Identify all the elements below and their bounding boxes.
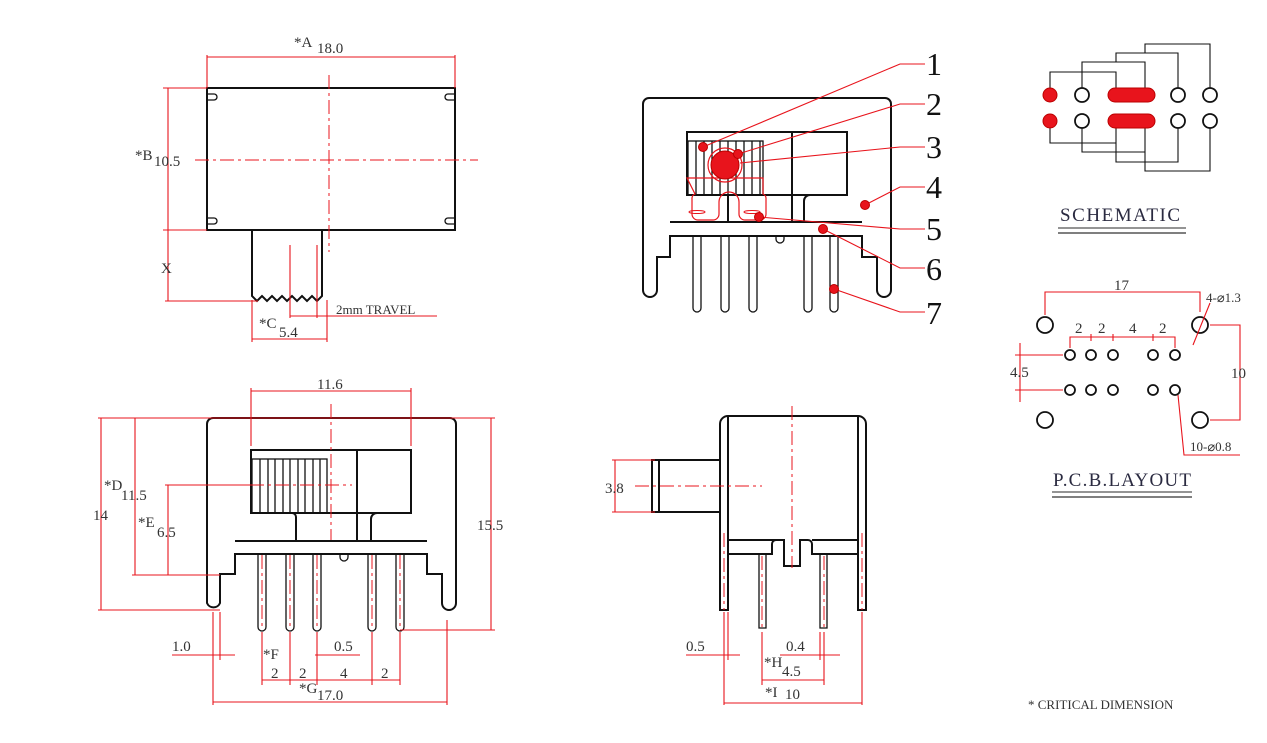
dim-h-value: 4.5 bbox=[782, 664, 801, 680]
side-view: 3.8 0.5 0.4 *H 4.5 *I 10 bbox=[605, 406, 867, 705]
pin-pitch-4: 2 bbox=[381, 666, 389, 682]
dim-e-label: *E bbox=[138, 515, 155, 531]
top-view: *A 18.0 *B 10.5 X 2mm TRAVEL *C 5.4 bbox=[135, 35, 478, 342]
dim-top-width: 11.6 bbox=[317, 377, 343, 393]
frame-outline bbox=[642, 97, 892, 298]
switch-body-outline bbox=[206, 87, 456, 231]
callout-4: 4 bbox=[926, 169, 942, 205]
actuator-side bbox=[651, 459, 720, 513]
dim-actuator-height: 3.8 bbox=[605, 481, 624, 497]
dim-a-value: 18.0 bbox=[317, 41, 343, 57]
callout-5: 5 bbox=[926, 211, 942, 247]
contact-ball bbox=[710, 150, 740, 180]
dim-d-label: *D bbox=[104, 478, 123, 494]
dim-f-label: *F bbox=[263, 647, 279, 663]
callout-dot-5 bbox=[754, 212, 764, 222]
dim-e-value: 6.5 bbox=[157, 525, 176, 541]
contact-spring bbox=[686, 177, 767, 221]
callout-6: 6 bbox=[926, 251, 942, 287]
mounting-corners bbox=[208, 93, 454, 225]
pcb-small-holes bbox=[1064, 349, 1181, 396]
actuator-outline bbox=[251, 230, 323, 303]
critical-dimension-note: * CRITICAL DIMENSION bbox=[1028, 697, 1174, 712]
dim-c-value: 5.4 bbox=[279, 325, 298, 341]
knob-hatch bbox=[251, 458, 328, 514]
callout-2: 2 bbox=[926, 86, 942, 122]
schematic-slider-bar bbox=[1107, 87, 1156, 103]
housing-outline bbox=[719, 415, 867, 611]
dim-i-value: 10 bbox=[785, 687, 800, 703]
pcb-small-holes-label: 10-⌀0.8 bbox=[1190, 439, 1231, 454]
dim-h-label: *H bbox=[764, 655, 783, 671]
dim-b-value: 10.5 bbox=[154, 154, 180, 170]
dim-total-height: 14 bbox=[93, 508, 109, 524]
dim-g-label: *G bbox=[299, 681, 318, 697]
slider-housing bbox=[686, 131, 848, 196]
dim-b-label: *B bbox=[135, 148, 153, 164]
dim-pin-width: 0.5 bbox=[334, 639, 353, 655]
dim-c-label: *C bbox=[259, 316, 277, 332]
frame-outline bbox=[206, 417, 457, 611]
callout-dot-7 bbox=[829, 284, 839, 294]
dim-x-label: X bbox=[161, 261, 172, 277]
dim-d-value: 11.5 bbox=[121, 488, 147, 504]
dim-g-value: 17.0 bbox=[317, 688, 343, 704]
dim-leg-width: 1.0 bbox=[172, 639, 191, 655]
callout-dot-4 bbox=[860, 200, 870, 210]
pin-pitch-3: 4 bbox=[340, 666, 348, 682]
pcb-large-holes: 4-⌀1.3 bbox=[1206, 290, 1241, 305]
callout-dot-6 bbox=[818, 224, 828, 234]
callout-dot-1 bbox=[698, 142, 708, 152]
schematic-common-contact bbox=[1042, 87, 1058, 103]
pcb-pitch-2: 2 bbox=[1098, 321, 1106, 337]
pcb-title: P.C.B.LAYOUT bbox=[1053, 470, 1191, 491]
callout-leaders bbox=[698, 63, 925, 313]
terminal-pins bbox=[257, 554, 405, 632]
dim-side-leg-width: 0.5 bbox=[686, 639, 705, 655]
pcb-row-gap: 4.5 bbox=[1010, 365, 1029, 381]
front-view: 11.6 14 *D 11.5 *E 6.5 15.5 1.0 *F 0.5 2… bbox=[93, 377, 503, 705]
dim-side-pin-width: 0.4 bbox=[786, 639, 805, 655]
dim-i-label: *I bbox=[765, 685, 778, 701]
pin-pitch-2: 2 bbox=[299, 666, 307, 682]
pcb-large-gap: 10 bbox=[1231, 366, 1246, 382]
parts-view: 1 2 3 4 5 6 7 bbox=[642, 46, 942, 331]
pcb-span: 17 bbox=[1114, 278, 1130, 294]
schematic: SCHEMATIC bbox=[1042, 43, 1218, 234]
pin-pitch-1: 2 bbox=[271, 666, 279, 682]
callout-dot-2 bbox=[733, 149, 743, 159]
terminal-pins bbox=[758, 554, 828, 629]
pcb-pitch-3: 4 bbox=[1129, 321, 1137, 337]
dim-pin-height: 15.5 bbox=[477, 518, 503, 534]
travel-label: 2mm TRAVEL bbox=[336, 302, 415, 317]
callout-1: 1 bbox=[926, 46, 942, 82]
pcb-pitch-1: 2 bbox=[1075, 321, 1083, 337]
dim-a-label: *A bbox=[294, 35, 313, 51]
pcb-layout: 17 4-⌀1.3 2 2 4 2 4.5 10 10-⌀0.8 P.C.B.L… bbox=[1010, 278, 1246, 498]
terminal-pins bbox=[692, 236, 839, 313]
callout-3: 3 bbox=[926, 129, 942, 165]
callout-7: 7 bbox=[926, 295, 942, 331]
pcb-pitch-4: 2 bbox=[1159, 321, 1167, 337]
schematic-title: SCHEMATIC bbox=[1060, 205, 1180, 226]
